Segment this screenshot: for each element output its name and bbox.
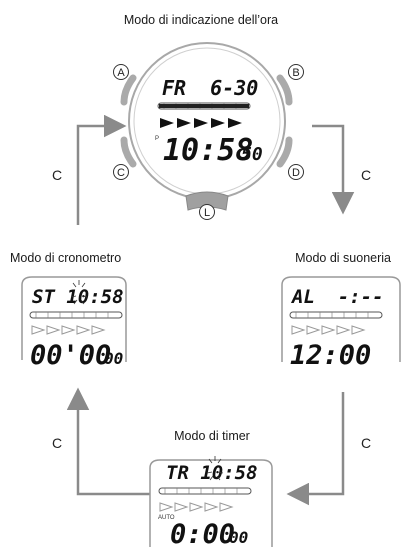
arrow-to-stopwatch	[66, 387, 150, 496]
watch-illustration: FR 6-30 P 10:58 50	[120, 42, 293, 211]
arrow-label-c-left-top: C	[52, 167, 62, 183]
main-display: FR 6-30 P 10:58 50	[155, 76, 263, 168]
pm-indicator: P	[155, 136, 159, 142]
button-b-marker: B	[288, 64, 304, 80]
stopwatch-flash-mark	[70, 280, 88, 305]
alarm-display: AL -:-- 12:00	[281, 276, 401, 371]
button-l-shape	[185, 191, 229, 211]
button-a-label: A	[117, 67, 125, 79]
timer-top-text: TR 10:58	[166, 462, 258, 484]
button-b-label: B	[292, 67, 299, 79]
display-top-text: FR 6-30	[162, 76, 258, 100]
button-b-shape	[276, 74, 293, 106]
arrow-label-c-right-top: C	[361, 167, 371, 183]
button-l-marker: L	[199, 204, 215, 220]
arrow-to-timer	[286, 392, 345, 506]
button-d-shape	[276, 136, 293, 168]
timer-auto-indicator: AUTO	[158, 515, 175, 521]
button-c-marker: C	[113, 164, 129, 180]
stopwatch-mode-title: Modo di cronometro	[10, 251, 121, 265]
arrow-to-timekeeping	[76, 114, 127, 225]
arrow-to-alarm	[312, 124, 355, 215]
timer-flash-mark	[206, 456, 224, 481]
display-time: 10:58	[163, 133, 253, 168]
alarm-mode-title: Modo di suoneria	[295, 251, 391, 265]
stopwatch-hundredths: 00	[104, 349, 123, 368]
timer-hundredths: 00	[229, 528, 248, 547]
timekeeping-mode-title: Modo di indicazione dell’ora	[124, 13, 278, 27]
button-c-label: C	[117, 167, 125, 179]
alarm-top-text: AL -:--	[290, 286, 384, 308]
stopwatch-display: ST 10:58 00'00 00	[21, 276, 127, 371]
button-l-label: L	[204, 207, 210, 219]
button-a-marker: A	[113, 64, 129, 80]
button-d-label: D	[292, 167, 300, 179]
alarm-main-time: 12:00	[290, 340, 371, 371]
stopwatch-main-time: 00'00	[30, 340, 111, 371]
button-c-shape	[120, 136, 137, 168]
stopwatch-top-text: ST 10:58	[32, 286, 124, 308]
timer-display: TR 10:58 AUTO 0:00 00	[149, 456, 273, 549]
timer-main-time: 0:00	[170, 519, 235, 549]
main-display-arrows	[160, 118, 242, 128]
arrow-label-c-right-bottom: C	[361, 435, 371, 451]
timer-mode-title: Modo di timer	[174, 429, 250, 443]
arrow-label-c-left-bottom: C	[52, 435, 62, 451]
button-a-shape	[120, 74, 137, 106]
display-seconds: 50	[241, 144, 263, 165]
button-d-marker: D	[288, 164, 304, 180]
